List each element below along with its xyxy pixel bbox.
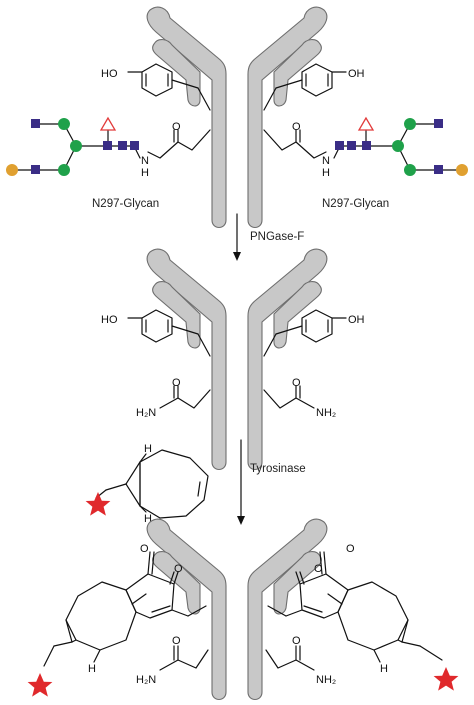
antibody-middle	[146, 248, 328, 471]
reaction-arrow-1	[233, 213, 241, 261]
bcn-h-bottom: H	[144, 513, 152, 525]
hydroxyl-left-middle: HO	[101, 314, 118, 326]
amide-h-left: H	[141, 167, 149, 179]
payload-star-reagent	[85, 492, 111, 516]
conjugate-left	[43, 551, 209, 671]
glycan-label-left: N297-Glycan	[92, 198, 159, 210]
amide-h-right: H	[322, 167, 330, 179]
conj-h-right: H	[380, 663, 388, 675]
tyrosine-left-middle	[127, 309, 211, 409]
amide-n-left: N	[141, 155, 149, 167]
carbonyl-o-right-middle: O	[292, 377, 301, 389]
carbonyl-o-right-bottom: O	[292, 635, 301, 647]
antibody-top	[146, 6, 328, 229]
payload-star-left	[27, 673, 53, 697]
bcn-reagent	[95, 449, 209, 519]
step-label-tyrosinase: Tyrosinase	[250, 463, 306, 475]
tyrosine-right-top	[263, 63, 347, 159]
amine-left-middle: H₂N	[136, 407, 156, 419]
step-label-pngase: PNGase-F	[250, 231, 304, 243]
dione-o1-right: O	[346, 543, 355, 555]
glycan-tree-right	[333, 116, 468, 176]
amine-right-middle: NH₂	[316, 407, 336, 419]
amine-right-bottom: NH₂	[316, 674, 336, 686]
glycan-tree-left	[6, 116, 141, 176]
amine-left-bottom: H₂N	[136, 674, 156, 686]
hydroxyl-right: OH	[348, 68, 365, 80]
carbonyl-o-right: O	[292, 121, 301, 133]
glycan-label-right: N297-Glycan	[322, 198, 389, 210]
hydroxyl-left: HO	[101, 68, 118, 80]
dione-o2-left: O	[174, 563, 183, 575]
payload-star-right	[433, 667, 459, 691]
carbonyl-o-left-middle: O	[172, 377, 181, 389]
carbonyl-o-left-bottom: O	[172, 635, 181, 647]
hydroxyl-right-middle: OH	[348, 314, 365, 326]
carbonyl-o-left: O	[172, 121, 181, 133]
tyrosine-left-top	[127, 63, 211, 159]
reaction-arrow-2	[237, 439, 245, 525]
bcn-h-top: H	[144, 443, 152, 455]
amide-n-right: N	[322, 155, 330, 167]
antibody-bottom	[146, 518, 328, 701]
tyrosine-right-middle	[263, 309, 347, 409]
dione-o1-left: O	[140, 543, 149, 555]
conj-h-left: H	[88, 663, 96, 675]
dione-o2-right: O	[314, 563, 323, 575]
conjugate-right	[265, 551, 443, 671]
